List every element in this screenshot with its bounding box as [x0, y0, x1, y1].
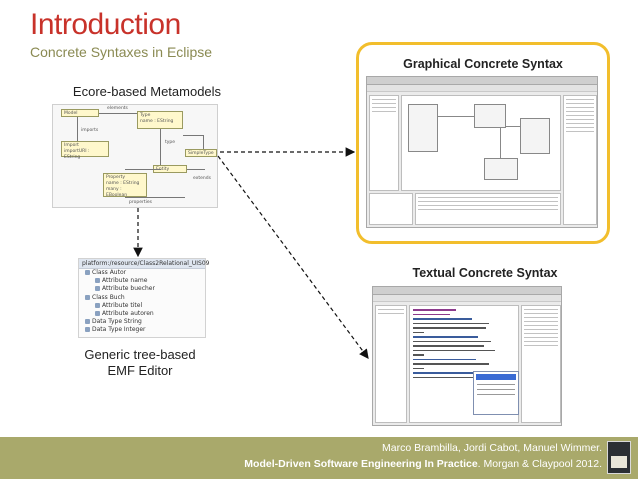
diagram-canvas: [401, 95, 561, 191]
project-explorer-pane: [369, 95, 399, 191]
properties-pane: [415, 193, 561, 225]
graphical-syntax-label: Graphical Concrete Syntax: [403, 57, 563, 71]
mm-edge-elements: elements: [107, 106, 128, 111]
palette-pane: [563, 95, 597, 225]
book-title: Model-Driven Software Engineering In Pra…: [244, 458, 478, 470]
slide-title: Introduction: [30, 8, 181, 41]
graphical-syntax-highlight-frame: [356, 42, 610, 244]
footer-citation: Model-Driven Software Engineering In Pra…: [244, 458, 602, 470]
dsl-code-editor: [409, 305, 519, 423]
publisher: . Morgan & Claypool 2012.: [477, 458, 602, 470]
footer-authors: Marco Brambilla, Jordi Cabot, Manuel Wim…: [382, 442, 602, 454]
book-cover-thumbnail: [607, 441, 631, 474]
emf-tree-editor: platform:/resource/Class2Relational_UIS0…: [78, 258, 210, 338]
slide-subtitle: Concrete Syntaxes in Eclipse: [30, 44, 213, 60]
tree-item[interactable]: Data Type String: [79, 318, 205, 326]
tree-item[interactable]: Class Buch: [79, 294, 205, 302]
mm-edge-extends: extends: [193, 176, 211, 181]
mm-edge-imports: imports: [81, 128, 99, 133]
tree-item[interactable]: Attribute buecher: [79, 285, 205, 293]
package-explorer-pane: [375, 305, 407, 423]
tree-item[interactable]: Class Autor: [79, 269, 205, 277]
arrow-to-textual-syntax: [217, 155, 369, 359]
metamodels-label: Ecore-based Metamodels: [72, 84, 222, 99]
content-assist-popup: [473, 371, 519, 415]
tree-editor-label-line2: EMF Editor: [107, 363, 173, 378]
mm-box-simpletype: SimpleType: [185, 149, 217, 157]
tree-item[interactable]: Attribute titel: [79, 302, 205, 310]
textual-editor-screenshot: [372, 286, 562, 426]
mm-edge-type: type: [165, 140, 176, 145]
tree-item[interactable]: Data Type Integer: [79, 326, 205, 334]
tree-item[interactable]: Attribute autoren: [79, 310, 205, 318]
mm-box-model: Model: [61, 109, 99, 117]
graphical-editor-screenshot: [366, 76, 598, 228]
tree-item[interactable]: Attribute name: [79, 277, 205, 285]
footer-bar: Marco Brambilla, Jordi Cabot, Manuel Wim…: [0, 437, 638, 479]
outline-tree-pane: [521, 305, 561, 423]
outline-pane: [369, 193, 413, 225]
mm-edge-properties: properties: [129, 200, 152, 205]
tree-editor-label-line1: Generic tree-based: [84, 347, 196, 362]
textual-syntax-label: Textual Concrete Syntax: [412, 266, 558, 280]
tree-header: platform:/resource/Class2Relational_UIS0…: [79, 259, 210, 269]
